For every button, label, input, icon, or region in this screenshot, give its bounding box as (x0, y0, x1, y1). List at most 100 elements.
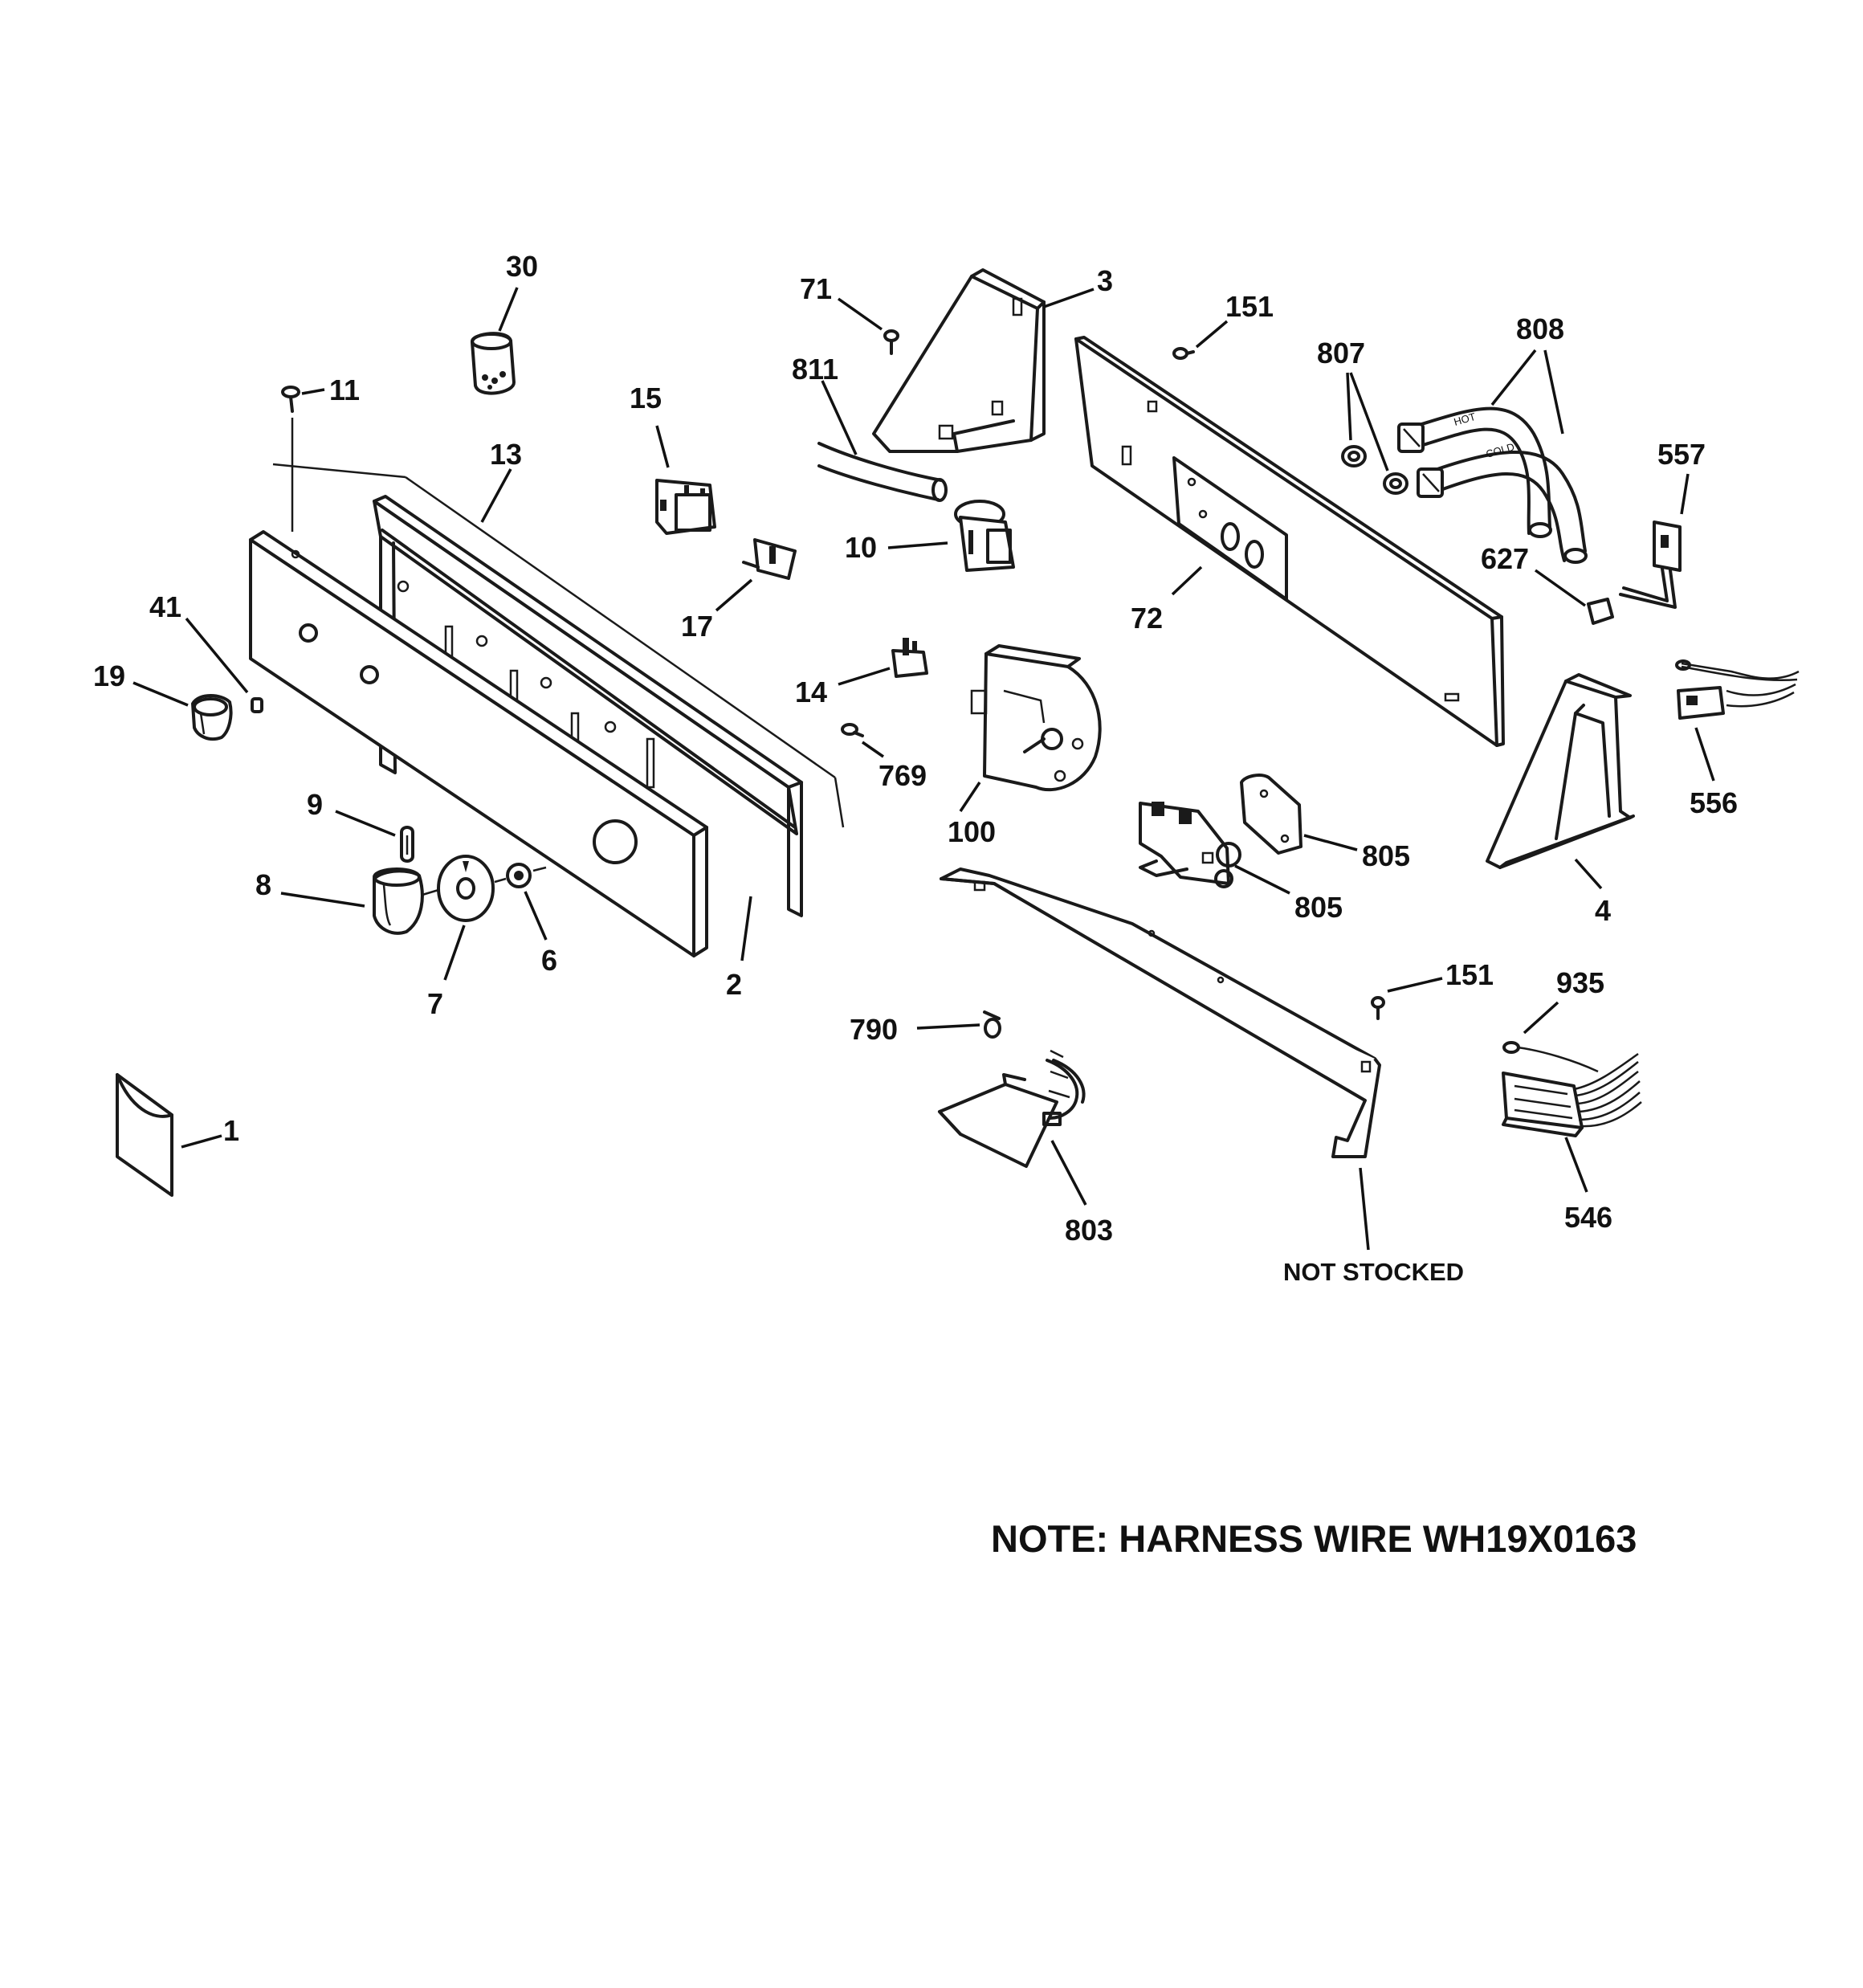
leader-2 (740, 896, 752, 961)
leader-1 (181, 1134, 222, 1149)
callout-7: 7 (427, 987, 443, 1020)
callout-557: 557 (1657, 438, 1706, 471)
part-7-dial (437, 855, 495, 922)
callout-811: 811 (792, 353, 838, 386)
callout-546: 546 (1564, 1201, 1612, 1234)
leader-769 (862, 741, 884, 758)
callout-71: 71 (800, 272, 832, 305)
leader-556 (1694, 727, 1715, 782)
part-3-end-cap-left (872, 268, 1046, 453)
leader-17 (715, 578, 753, 612)
part-72-backsplash (1074, 336, 1505, 747)
callout-10: 10 (845, 531, 877, 564)
leader-4 (1574, 858, 1603, 890)
part-769-screw (841, 723, 864, 737)
leader-15 (655, 425, 670, 468)
part-19-knob (191, 694, 233, 741)
part-15-selector-switch (655, 479, 716, 535)
part-557-connector (1619, 520, 1682, 609)
part-13-panel-frame (373, 495, 803, 917)
leader-14 (838, 667, 891, 686)
part-not-stocked-bracket (940, 867, 1381, 1158)
leader-935 (1523, 1001, 1559, 1035)
part-546-wire-harness (1502, 1052, 1642, 1137)
leader-151-top (1195, 320, 1229, 349)
leader-557 (1680, 473, 1690, 515)
part-805-valve-bracket (1240, 774, 1302, 855)
part-11-screw (281, 386, 300, 413)
part-935-terminal (1502, 1041, 1599, 1073)
leader-13 (480, 468, 512, 523)
part-2-control-panel (249, 530, 708, 957)
callout-803: 803 (1065, 1214, 1113, 1247)
part-151-screw-top (1172, 347, 1195, 360)
leader-11 (301, 388, 325, 395)
callout-790: 790 (850, 1013, 898, 1046)
leader-100 (959, 782, 981, 812)
reference-line-13 (272, 463, 406, 479)
callout-14: 14 (795, 676, 827, 708)
leader-807-b (1349, 372, 1389, 471)
part-4-end-cap-right (1486, 673, 1635, 869)
part-6-nut (506, 863, 547, 888)
leader-808-a (1490, 349, 1537, 406)
part-811-hose (817, 442, 948, 502)
leader-30 (498, 287, 519, 332)
callout-807: 807 (1317, 337, 1365, 369)
leader-7 (443, 925, 466, 981)
leader-803 (1050, 1140, 1087, 1206)
callout-19: 19 (93, 659, 125, 692)
callout-15: 15 (630, 382, 662, 414)
callout-805-upper: 805 (1362, 839, 1410, 872)
part-71-screw (883, 329, 899, 355)
part-803-dispenser (938, 1049, 1086, 1168)
callout-4: 4 (1595, 894, 1611, 927)
leader-627 (1534, 569, 1587, 607)
leader-151-lower (1387, 977, 1443, 993)
part-100-timer (970, 644, 1102, 792)
callout-808: 808 (1516, 312, 1564, 345)
callout-935: 935 (1556, 966, 1604, 999)
callout-627: 627 (1481, 542, 1529, 575)
leader-6 (524, 891, 548, 941)
leader-10 (887, 541, 948, 549)
leader-72 (1171, 565, 1203, 596)
callout-769: 769 (879, 759, 927, 792)
leader-19 (132, 681, 189, 707)
part-10-pressure-switch (954, 500, 1015, 572)
callout-72: 72 (1131, 602, 1163, 635)
leader-9 (335, 810, 396, 837)
callout-805-lower: 805 (1294, 891, 1343, 924)
callout-11: 11 (329, 374, 360, 406)
callout-8: 8 (255, 868, 271, 901)
callout-151-lower: 151 (1445, 958, 1494, 991)
callout-1: 1 (223, 1114, 239, 1147)
part-556-wire-connector (1675, 659, 1800, 720)
callout-151-top: 151 (1225, 290, 1274, 323)
callout-17: 17 (681, 610, 713, 643)
hose-cold-label: COLD (1485, 441, 1516, 460)
hose-hot-label: HOT (1453, 410, 1478, 428)
callout-3: 3 (1097, 264, 1113, 297)
part-8-knob (373, 867, 424, 935)
part-805-water-valve (1139, 802, 1241, 888)
part-151-screw-lower (1371, 996, 1385, 1020)
leader-807-a (1346, 372, 1352, 441)
leader-3 (1043, 288, 1095, 308)
leader-808-b (1543, 349, 1564, 435)
leader-790 (916, 1023, 980, 1030)
callout-2: 2 (726, 968, 742, 1001)
harness-wire-note: NOTE: HARNESS WIRE WH19X0163 (991, 1517, 1637, 1560)
callout-13: 13 (490, 438, 522, 471)
callout-30: 30 (506, 250, 538, 283)
part-41-set-screw (251, 697, 263, 713)
part-1-literature (116, 1073, 173, 1197)
leader-546 (1564, 1137, 1588, 1193)
part-790-clamp (983, 1010, 1001, 1039)
part-14-switch (891, 638, 928, 678)
leader-805-upper (1303, 834, 1358, 851)
callout-41: 41 (149, 590, 181, 623)
leader-not-stocked (1359, 1167, 1370, 1251)
part-9-clip (400, 826, 414, 863)
